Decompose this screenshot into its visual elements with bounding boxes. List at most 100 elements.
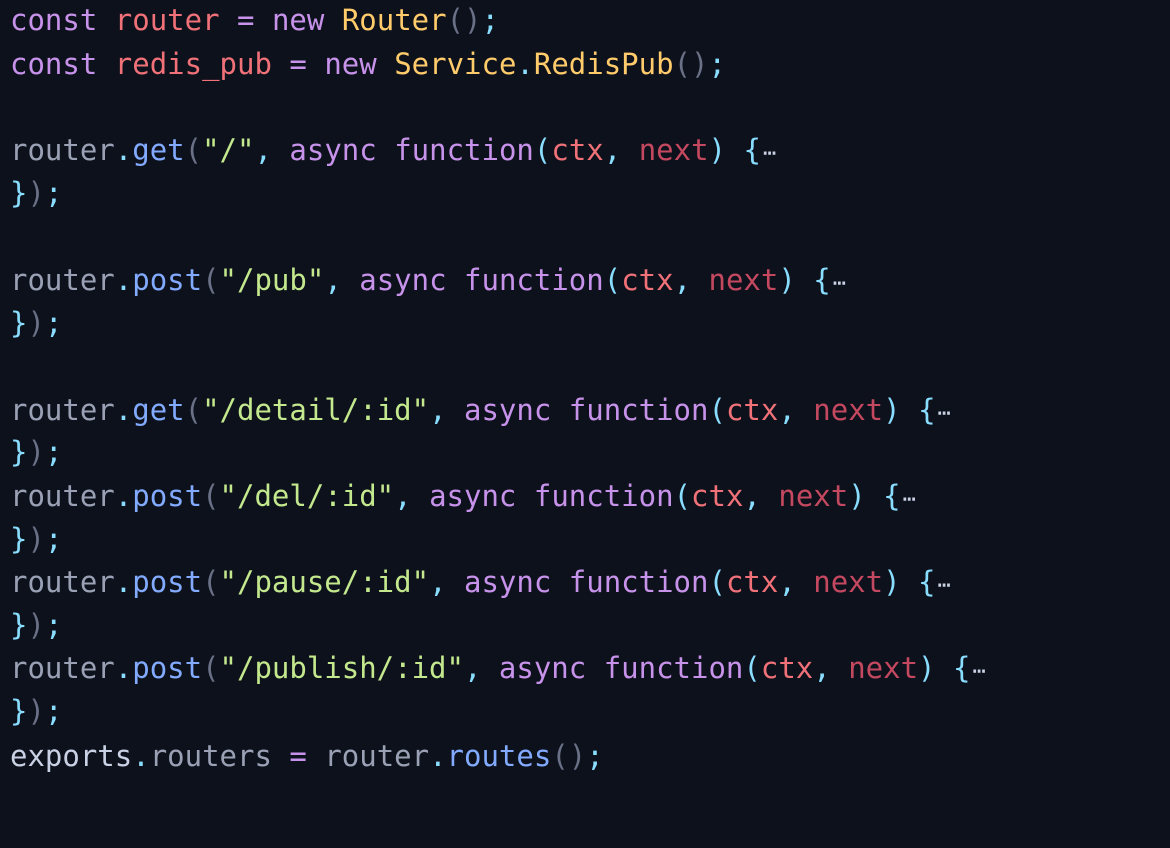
code-token: ( bbox=[202, 479, 220, 513]
code-token: , bbox=[603, 133, 622, 167]
code-token: post bbox=[132, 651, 203, 685]
code-line-exports[interactable]: exports.routers = router.routes(); bbox=[10, 736, 604, 776]
code-token: post bbox=[132, 263, 203, 297]
ellipsis-fold-icon[interactable]: ⋯ bbox=[832, 271, 847, 296]
code-line-close-1[interactable]: }); bbox=[10, 173, 62, 213]
code-token: ( bbox=[533, 133, 552, 167]
code-token: } bbox=[10, 306, 28, 340]
ellipsis-fold-icon[interactable]: ⋯ bbox=[937, 573, 951, 598]
code-token: router bbox=[114, 3, 220, 37]
code-line-post-pub[interactable]: router.post("/pub", async function(ctx, … bbox=[10, 260, 846, 300]
code-line-close-5[interactable]: }); bbox=[10, 605, 62, 645]
code-token: , bbox=[394, 479, 412, 513]
code-token bbox=[796, 565, 813, 599]
code-token: ( bbox=[184, 133, 203, 167]
code-token: "/" bbox=[202, 133, 255, 167]
code-token: router bbox=[10, 651, 115, 685]
code-token: router bbox=[10, 479, 115, 513]
code-token: , bbox=[429, 393, 447, 427]
code-line-router-decl[interactable]: const router = new Router(); bbox=[10, 0, 499, 40]
code-token: . bbox=[114, 263, 133, 297]
code-token: ) bbox=[27, 176, 45, 210]
code-token: ctx bbox=[691, 479, 744, 513]
code-token: router bbox=[10, 263, 115, 297]
code-token: . bbox=[516, 47, 534, 81]
code-token: { bbox=[952, 651, 971, 685]
code-token: ) bbox=[918, 651, 936, 685]
code-line-close-6[interactable]: }); bbox=[10, 691, 62, 731]
code-token: post bbox=[132, 479, 203, 513]
code-token bbox=[97, 47, 114, 81]
ellipsis-fold-icon[interactable]: ⋯ bbox=[762, 141, 777, 166]
code-token: ; bbox=[44, 176, 63, 210]
code-token bbox=[377, 47, 394, 81]
code-token bbox=[272, 133, 289, 167]
code-token bbox=[481, 651, 498, 685]
code-token bbox=[936, 651, 953, 685]
code-token: ( bbox=[202, 263, 220, 297]
code-token: } bbox=[10, 694, 28, 728]
code-token: router bbox=[10, 393, 115, 427]
code-token bbox=[447, 393, 464, 427]
code-token: ctx bbox=[551, 133, 604, 167]
code-token: () bbox=[673, 47, 709, 81]
code-token bbox=[516, 479, 533, 513]
code-token: router bbox=[10, 133, 115, 167]
code-token: ) bbox=[883, 393, 901, 427]
code-token bbox=[447, 565, 464, 599]
code-token: Router bbox=[341, 3, 447, 37]
code-line-post-publish[interactable]: router.post("/publish/:id", async functi… bbox=[10, 648, 986, 688]
code-token: redis_pub bbox=[114, 47, 272, 81]
code-line-redis-decl[interactable]: const redis_pub = new Service.RedisPub()… bbox=[10, 44, 726, 84]
code-token: routers bbox=[149, 739, 272, 773]
code-token: , bbox=[673, 263, 692, 297]
code-token: ; bbox=[481, 3, 499, 37]
code-token: . bbox=[114, 479, 133, 513]
code-line-get-root[interactable]: router.get("/", async function(ctx, next… bbox=[10, 130, 776, 170]
code-line-close-3[interactable]: }); bbox=[10, 432, 62, 472]
code-token: function bbox=[394, 133, 534, 167]
code-token bbox=[272, 739, 289, 773]
code-token bbox=[551, 393, 568, 427]
code-token: "/detail/:id" bbox=[202, 393, 430, 427]
code-token: new bbox=[271, 3, 325, 37]
code-token: . bbox=[132, 739, 150, 773]
code-token bbox=[551, 565, 568, 599]
code-token bbox=[901, 393, 918, 427]
code-token: function bbox=[603, 651, 744, 685]
code-token: RedisPub bbox=[533, 47, 674, 81]
code-line-close-2[interactable]: }); bbox=[10, 303, 62, 343]
code-token: async bbox=[498, 651, 587, 685]
code-line-post-pause[interactable]: router.post("/pause/:id", async function… bbox=[10, 562, 951, 602]
code-token: . bbox=[114, 565, 133, 599]
code-token: next bbox=[848, 651, 919, 685]
code-token bbox=[621, 133, 638, 167]
code-token: exports bbox=[10, 739, 133, 773]
code-token: post bbox=[132, 565, 203, 599]
code-token: = bbox=[289, 739, 307, 773]
code-token: ; bbox=[44, 694, 63, 728]
ellipsis-fold-icon[interactable]: ⋯ bbox=[937, 401, 951, 426]
code-token bbox=[796, 263, 813, 297]
code-token: ( bbox=[202, 565, 220, 599]
code-token bbox=[761, 479, 778, 513]
code-token: ; bbox=[44, 435, 63, 469]
code-token: ( bbox=[673, 479, 692, 513]
code-token: , bbox=[324, 263, 342, 297]
code-token: next bbox=[708, 263, 779, 297]
code-token: , bbox=[778, 565, 796, 599]
code-token: get bbox=[132, 133, 185, 167]
code-token: ( bbox=[184, 393, 203, 427]
code-token: router bbox=[324, 739, 430, 773]
code-token bbox=[220, 3, 237, 37]
code-token: const bbox=[10, 3, 98, 37]
code-line-get-detail[interactable]: router.get("/detail/:id", async function… bbox=[10, 390, 951, 430]
ellipsis-fold-icon[interactable]: ⋯ bbox=[902, 487, 916, 512]
code-line-close-4[interactable]: }); bbox=[10, 519, 62, 559]
code-token: ( bbox=[708, 565, 726, 599]
code-line-post-del[interactable]: router.post("/del/:id", async function(c… bbox=[10, 476, 916, 516]
code-token bbox=[831, 651, 848, 685]
ellipsis-fold-icon[interactable]: ⋯ bbox=[972, 659, 986, 684]
code-token: next bbox=[813, 565, 884, 599]
